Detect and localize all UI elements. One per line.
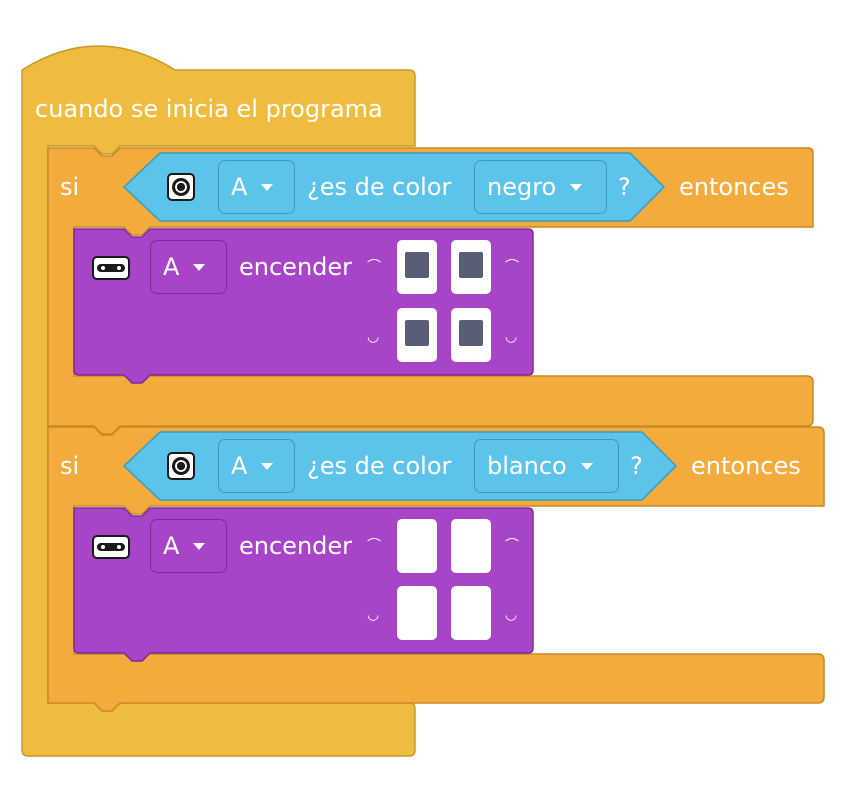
light-cell[interactable] (451, 519, 491, 573)
corner-arc-icon: ⌒ (367, 259, 381, 275)
light-port-dropdown[interactable]: A (150, 519, 227, 573)
light-cell[interactable] (451, 308, 491, 362)
chevron-down-icon (580, 462, 593, 470)
chevron-down-icon (193, 542, 206, 550)
corner-arc-icon: ⌒ (367, 538, 381, 554)
port-value: A (231, 452, 248, 480)
light-port-dropdown[interactable]: A (150, 240, 227, 294)
turn-on-label: encender (239, 253, 353, 281)
color-question-label: ¿es de color (307, 173, 452, 201)
sensor-port-dropdown[interactable]: A (218, 160, 295, 214)
question-mark: ? (630, 452, 643, 480)
corner-arc-icon: ◡ (367, 607, 380, 623)
turn-on-label: encender (239, 532, 353, 560)
corner-arc-icon: ◡ (505, 607, 518, 623)
chevron-down-icon (570, 183, 583, 191)
chevron-down-icon (261, 462, 274, 470)
corner-arc-icon: ◡ (505, 329, 518, 345)
if-label: si (60, 173, 80, 201)
port-value: A (163, 532, 180, 560)
corner-arc-icon: ⌒ (505, 538, 519, 554)
then-label: entonces (679, 173, 789, 201)
then-label: entonces (691, 452, 801, 480)
color-dropdown[interactable]: negro (474, 160, 607, 214)
color-value: negro (487, 173, 557, 201)
question-mark: ? (618, 173, 631, 201)
color-dropdown[interactable]: blanco (474, 439, 619, 493)
color-question-label: ¿es de color (307, 452, 452, 480)
color-sensor-icon (167, 452, 195, 480)
sensor-port-dropdown[interactable]: A (218, 439, 295, 493)
port-value: A (231, 173, 248, 201)
corner-arc-icon: ⌒ (505, 259, 519, 275)
light-cell[interactable] (397, 586, 437, 640)
light-matrix-icon (92, 256, 130, 280)
color-sensor-icon (167, 173, 195, 201)
light-cell[interactable] (397, 240, 437, 294)
corner-arc-icon: ◡ (367, 329, 380, 345)
color-value: blanco (487, 452, 567, 480)
port-value: A (163, 253, 180, 281)
if-label: si (60, 452, 80, 480)
chevron-down-icon (193, 263, 206, 271)
light-cell[interactable] (451, 586, 491, 640)
chevron-down-icon (261, 183, 274, 191)
light-cell[interactable] (451, 240, 491, 294)
light-matrix-icon (92, 535, 130, 559)
light-cell[interactable] (397, 519, 437, 573)
light-cell[interactable] (397, 308, 437, 362)
hat-block-label: cuando se inicia el programa (35, 95, 383, 123)
